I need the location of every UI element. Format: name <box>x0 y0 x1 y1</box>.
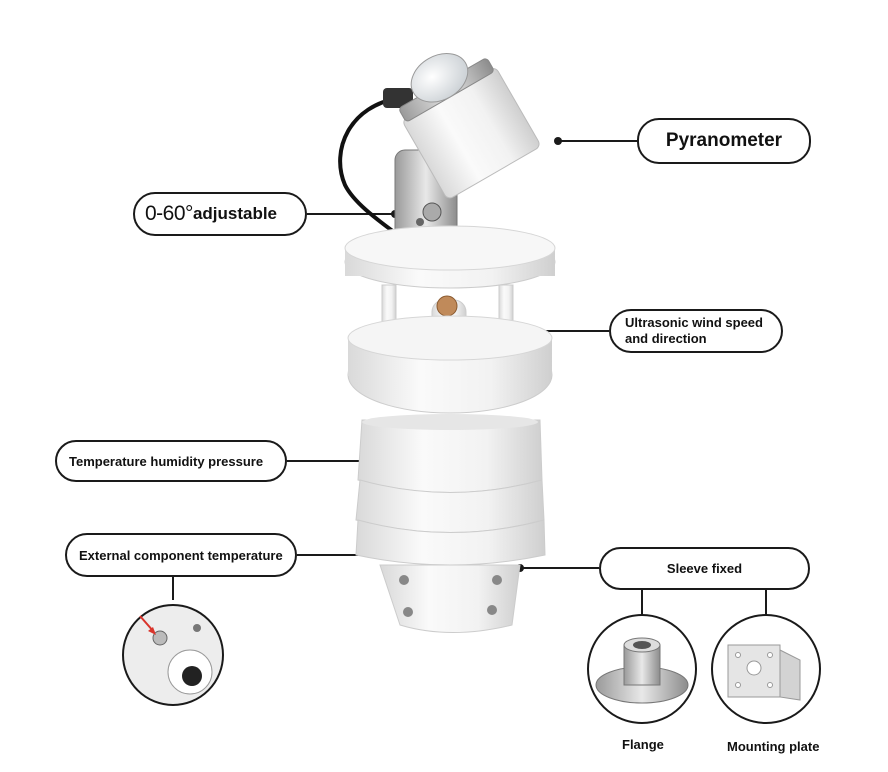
ultrasonic-wind-callout: Ultrasonic wind speed and direction <box>609 309 783 353</box>
pyranometer-unit <box>399 53 540 199</box>
flange-detail <box>587 614 697 724</box>
angle-label: adjustable <box>192 204 278 223</box>
thp-label: Temperature humidity pressure <box>69 453 264 469</box>
mounting-plate-caption: Mounting plate <box>727 739 820 754</box>
sensor-housing <box>344 225 556 633</box>
external-component-temperature-callout: External component temperature <box>65 533 297 577</box>
pyranometer-callout: Pyranometer <box>637 118 811 164</box>
temperature-humidity-pressure-callout: Temperature humidity pressure <box>55 440 287 482</box>
external-temperature-detail <box>122 604 224 706</box>
pyranometer-label: Pyranometer <box>665 130 783 151</box>
flange-caption: Flange <box>622 737 664 752</box>
pyranometer-dome <box>410 53 469 103</box>
adjustable-angle-callout: 0-60° adjustable <box>133 192 307 236</box>
wind-label-line1: Ultrasonic wind speed <box>625 315 763 330</box>
sleeve-fixed-label: Sleeve fixed <box>666 561 743 576</box>
cable-connector <box>383 88 413 108</box>
sleeve-fixed-callout: Sleeve fixed <box>599 547 810 590</box>
sensor-cable <box>338 96 401 237</box>
mounting-plate-detail <box>711 614 821 724</box>
angle-value: 0-60° <box>145 202 193 225</box>
wind-label-line2: and direction <box>625 331 707 346</box>
ext-temp-label: External component temperature <box>79 547 283 563</box>
